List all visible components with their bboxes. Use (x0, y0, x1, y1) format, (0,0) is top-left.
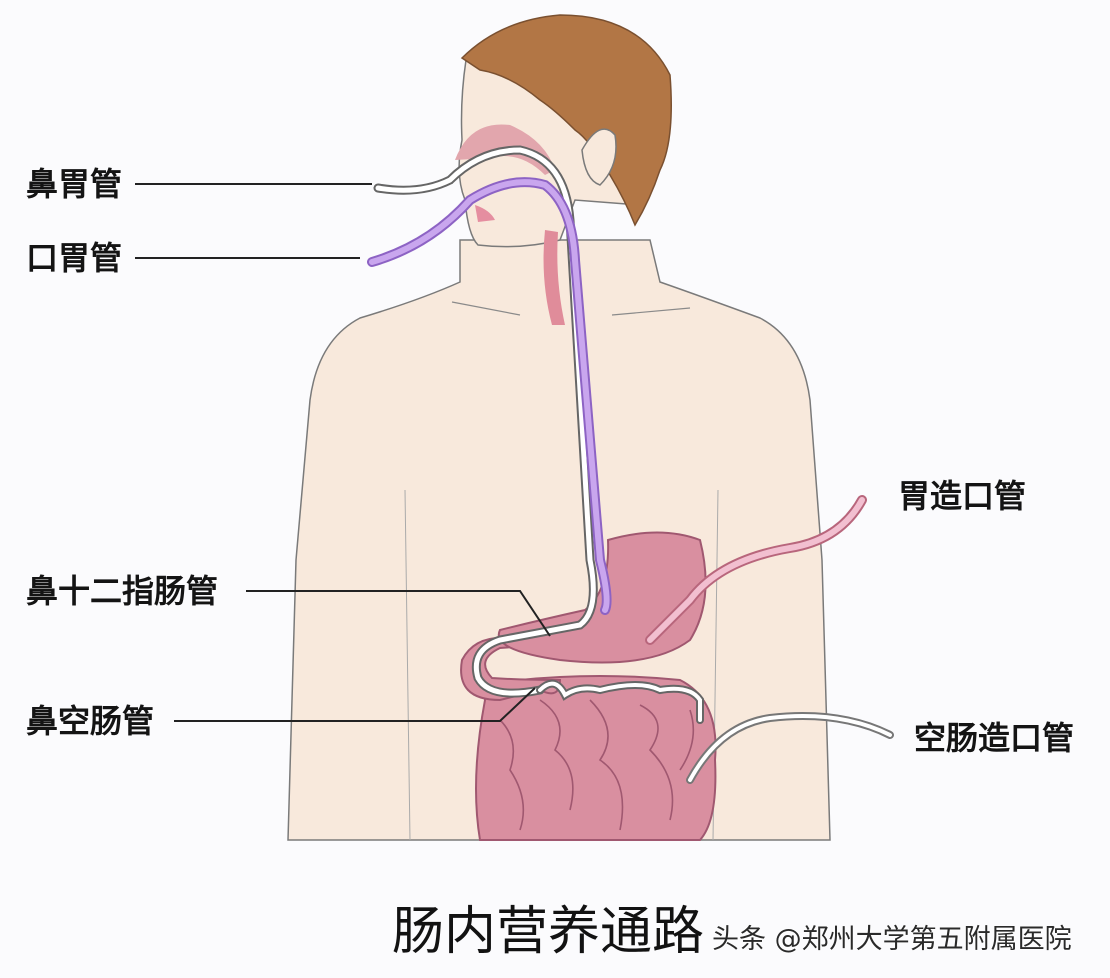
hair (460, 14, 672, 227)
label-gastrostomy-tube: 胃造口管 (898, 477, 1027, 515)
label-jejunostomy-tube: 空肠造口管 (914, 719, 1075, 757)
watermark: 头条 @郑州大学第五附属医院 (712, 924, 1072, 955)
leader-line-nasojejunal (174, 687, 536, 722)
small-intestine (475, 675, 717, 841)
label-orogastric-tube: 口胃管 (26, 239, 123, 277)
label-nasoduodenal-tube: 鼻十二指肠管 (26, 572, 219, 610)
leader-line-nasoduodenal (246, 590, 551, 637)
label-nasogastric-tube: 鼻胃管 (26, 165, 123, 203)
esophagus (543, 230, 565, 325)
label-nasojejunal-tube: 鼻空肠管 (26, 702, 155, 740)
diagram-title: 肠内营养通路 (392, 902, 705, 962)
ear (581, 128, 617, 186)
tongue (475, 205, 495, 222)
